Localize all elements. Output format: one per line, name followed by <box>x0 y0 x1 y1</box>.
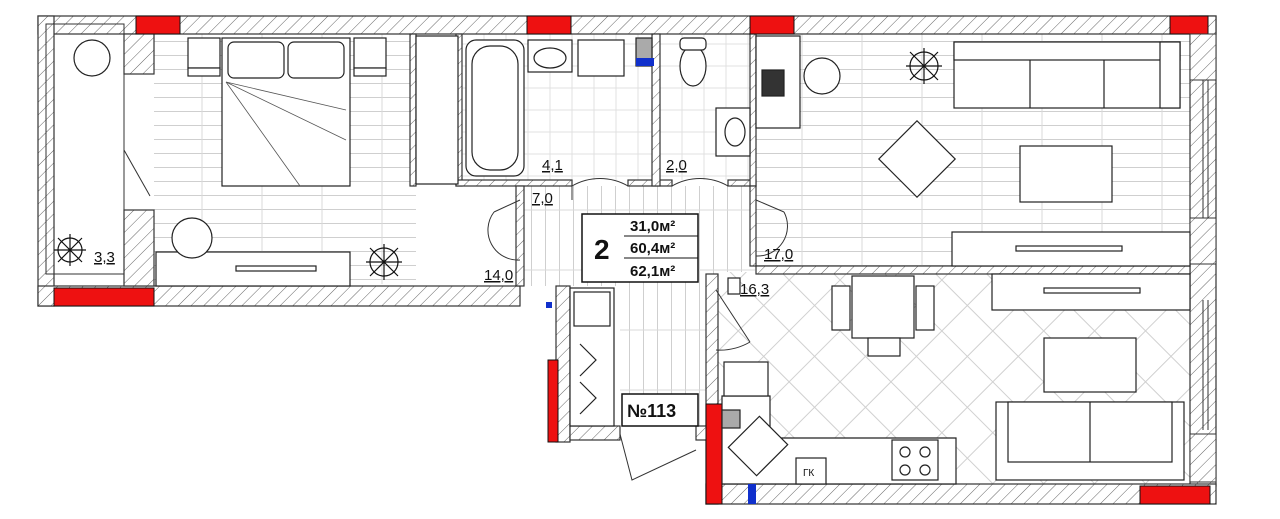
window <box>1189 217 1217 265</box>
plant <box>54 234 86 266</box>
walls <box>37 15 1217 505</box>
wardrobe <box>415 35 459 185</box>
bearing-wall <box>135 15 181 35</box>
wall-hall-bedroom <box>515 185 525 287</box>
doors <box>123 149 788 481</box>
wall-bedroom-right <box>409 33 417 187</box>
room-area-balcony: 3,3 <box>94 249 115 266</box>
bearing-wall <box>547 359 559 443</box>
room-area-living-room: 17,0 <box>764 246 793 263</box>
armchair <box>877 119 957 199</box>
wall-living-left <box>749 185 757 267</box>
vent-shaft <box>727 277 741 295</box>
total-area-with-balcony: 62,1м² <box>630 263 675 280</box>
total-area: 60,4м² <box>630 240 675 257</box>
wall-top <box>37 15 1217 35</box>
bearing-wall <box>1169 15 1209 35</box>
kitchen-sink <box>727 415 789 477</box>
coffee-table <box>1019 145 1113 203</box>
room-area-hall: 7,0 <box>532 190 553 207</box>
door-wc <box>671 177 729 187</box>
vent-shaft <box>721 409 741 429</box>
bearing-wall <box>749 15 795 35</box>
ventilation-marks <box>546 58 756 504</box>
nightstand <box>187 37 221 69</box>
window <box>1189 433 1217 483</box>
dining-table <box>851 275 915 339</box>
wall-entry-left <box>569 425 621 441</box>
wall-bath-bottom2 <box>627 179 673 187</box>
room-area-wc: 2,0 <box>666 157 687 174</box>
wall-balcony-divider <box>123 33 155 75</box>
window <box>1189 33 1217 81</box>
area-summary: 2 31,0м² 60,4м² 62,1м² <box>581 213 699 283</box>
room-count: 2 <box>594 234 610 265</box>
room-area-bedroom: 14,0 <box>484 267 513 284</box>
wall-bath-bottom <box>455 179 573 187</box>
door-balcony <box>123 149 151 197</box>
stove <box>891 439 939 481</box>
bearing-wall <box>526 15 572 35</box>
desk-chair <box>171 217 213 259</box>
door-bathroom <box>571 177 629 200</box>
door-bedroom <box>487 199 521 261</box>
kitchen-table <box>1043 337 1137 393</box>
door-living <box>755 199 788 257</box>
office-chair <box>803 57 841 95</box>
wall-wc-right <box>749 33 757 187</box>
apartment-number: №113 <box>627 401 676 421</box>
labels: 3,3 14,0 4,1 2,0 7,0 17,0 16,3 ГК <box>94 157 814 479</box>
door-kitchen <box>715 289 751 351</box>
bearing-wall <box>53 287 155 307</box>
windows <box>45 23 1217 483</box>
chair <box>73 39 111 77</box>
balcony-frame <box>45 23 125 275</box>
wall-living-kitchen <box>755 265 1191 275</box>
boiler-label: ГК <box>803 468 814 479</box>
apartment-number-box: №113 <box>621 393 699 427</box>
bearing-wall <box>1139 485 1211 505</box>
plant <box>366 244 402 280</box>
wall-bath-wc <box>651 33 661 187</box>
door-entry <box>619 433 697 481</box>
nightstand <box>353 37 387 69</box>
pillow <box>227 41 285 79</box>
living-area: 31,0м² <box>630 218 675 235</box>
boiler <box>795 457 827 485</box>
bearing-walls <box>53 15 1211 505</box>
bearing-wall <box>705 403 723 505</box>
wall-balcony-divider-low <box>123 209 155 287</box>
room-area-kitchen: 16,3 <box>740 281 769 298</box>
plant <box>906 48 942 84</box>
room-area-bathroom: 4,1 <box>542 157 563 174</box>
toilet <box>679 45 707 87</box>
pillow <box>287 41 345 79</box>
washing-machine <box>577 39 625 77</box>
furniture <box>54 35 1191 485</box>
